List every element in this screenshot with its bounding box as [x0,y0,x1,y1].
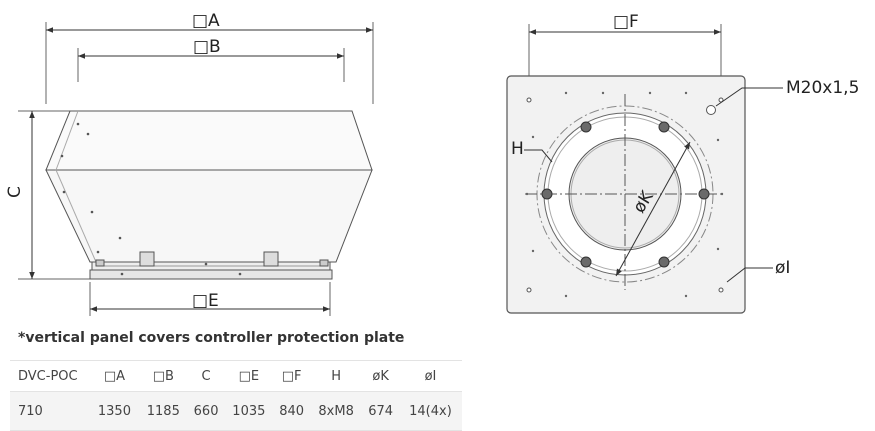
dim-b-label: □B [193,37,221,57]
header-b: □B [138,360,188,392]
spec-table: DVC-POC □A □B C □E □F H øK øI 710 1350 1… [10,360,462,431]
bolt-label: M20x1,5 [786,78,859,98]
header-k: øK [362,360,399,392]
technical-drawing: □A □B C □E [5,11,859,316]
cell-i: 14(4x) [398,391,462,431]
header-f: □F [273,360,310,392]
note-text: *vertical panel covers controller protec… [18,330,405,346]
header-i: øI [398,360,462,392]
header-c: C [187,360,225,392]
cell-a: 1350 [90,391,139,431]
cell-e: 1035 [224,391,274,431]
table-header-row: DVC-POC □A □B C □E □F H øK øI [10,360,462,392]
dim-i-label: øI [775,258,790,278]
cell-f: 840 [273,391,310,431]
dim-c-label: C [5,186,25,198]
dim-h-label: H [511,139,524,159]
cell-b: 1185 [138,391,188,431]
table-row: 710 1350 1185 660 1035 840 8xM8 674 14(4… [10,391,462,431]
header-a: □A [90,360,139,392]
cell-h: 8xM8 [309,391,363,431]
top-view [506,24,783,314]
header-e: □E [224,360,274,392]
header-h: H [309,360,363,392]
dim-f-label: □F [613,12,639,32]
header-model: DVC-POC [10,360,90,392]
side-view [18,22,374,316]
dim-a-label: □A [192,11,220,31]
cell-model: 710 [10,391,90,431]
dim-e-label: □E [192,291,219,311]
cell-c: 660 [187,391,225,431]
cell-k: 674 [362,391,399,431]
